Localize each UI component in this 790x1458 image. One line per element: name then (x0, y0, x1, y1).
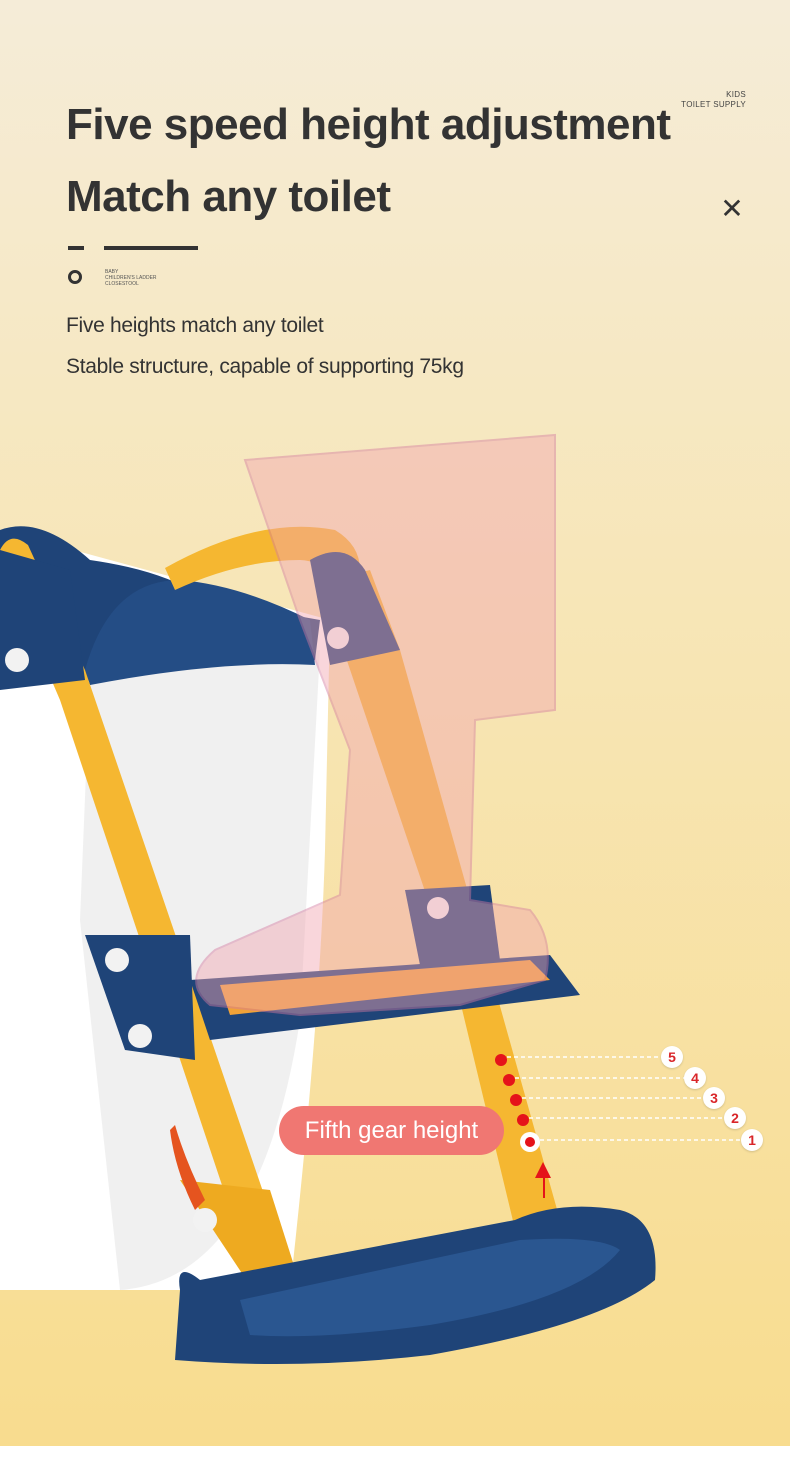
gear-marker-4 (503, 1074, 515, 1086)
gear-marker-5 (495, 1054, 507, 1066)
right-bracket-bolt (327, 627, 349, 649)
product-tag-line-3: CLOSESTOOL (105, 281, 139, 287)
child-silhouette (195, 433, 556, 1017)
arrow-up-icon (535, 1162, 551, 1198)
gear-badge-4: 4 (684, 1067, 706, 1089)
left-bracket-bolt (5, 648, 29, 672)
gear-badge-1: 1 (741, 1129, 763, 1151)
product-tag-line-1: BABY (105, 269, 119, 275)
left-rail-slot (170, 1125, 205, 1210)
feature-text-2: Stable structure, capable of supporting … (66, 355, 464, 378)
fifth-gear-callout: Fifth gear height (279, 1106, 504, 1155)
divider-short (68, 246, 84, 250)
ring-icon (68, 270, 82, 284)
rear-bracket-bolt (427, 897, 449, 919)
left-rail (0, 538, 300, 1305)
headline-line-2: Match any toilet (66, 172, 391, 221)
divider-long (104, 246, 198, 250)
brand-tag: KIDS TOILET SUPPLY (681, 90, 746, 110)
right-handle-arc (165, 526, 360, 590)
headline-line-1: Five speed height adjustment (66, 100, 671, 149)
bottom-band (0, 1446, 790, 1458)
gear-badge-3: 3 (703, 1087, 725, 1109)
feature-text-1: Five heights match any toilet (66, 314, 324, 337)
product-illustration (0, 433, 742, 1364)
brand-line-1: KIDS (726, 90, 746, 99)
brand-line-2: TOILET SUPPLY (681, 100, 746, 109)
product-tag-line-2: CHILDREN'S LADDER (105, 275, 157, 281)
step-bolt-upper (105, 948, 129, 972)
product-tag: BABY CHILDREN'S LADDER CLOSESTOOL (105, 269, 157, 287)
gear-marker-2 (517, 1114, 529, 1126)
seat-back (85, 580, 315, 685)
close-icon[interactable]: ✕ (720, 193, 744, 224)
middle-step-tread (220, 960, 550, 1015)
left-rail-bolt (193, 1208, 217, 1232)
gear-marker-3 (510, 1094, 522, 1106)
gear-marker-1 (525, 1137, 535, 1147)
toilet-rim-shadow (80, 650, 320, 1290)
bottom-step-tread (240, 1238, 620, 1337)
step-bolt-lower (128, 1024, 152, 1048)
gear-badge-2: 2 (724, 1107, 746, 1129)
gear-badge-5: 5 (661, 1046, 683, 1068)
